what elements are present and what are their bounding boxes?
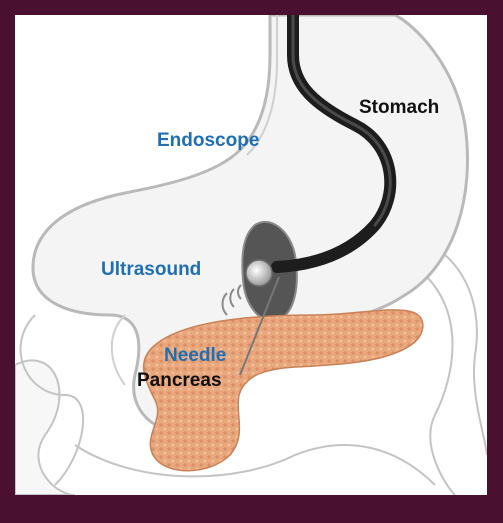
- eus-illustration: [15, 15, 487, 495]
- ultrasound-label: Ultrasound: [101, 259, 201, 281]
- pancreas-label: Pancreas: [137, 370, 222, 392]
- endoscope-label: Endoscope: [157, 130, 259, 152]
- illustration-panel: Stomach Endoscope Ultrasound Needle Panc…: [15, 15, 487, 495]
- stomach-label: Stomach: [359, 97, 439, 119]
- needle-label: Needle: [164, 345, 226, 367]
- ultrasound-probe: [246, 260, 272, 286]
